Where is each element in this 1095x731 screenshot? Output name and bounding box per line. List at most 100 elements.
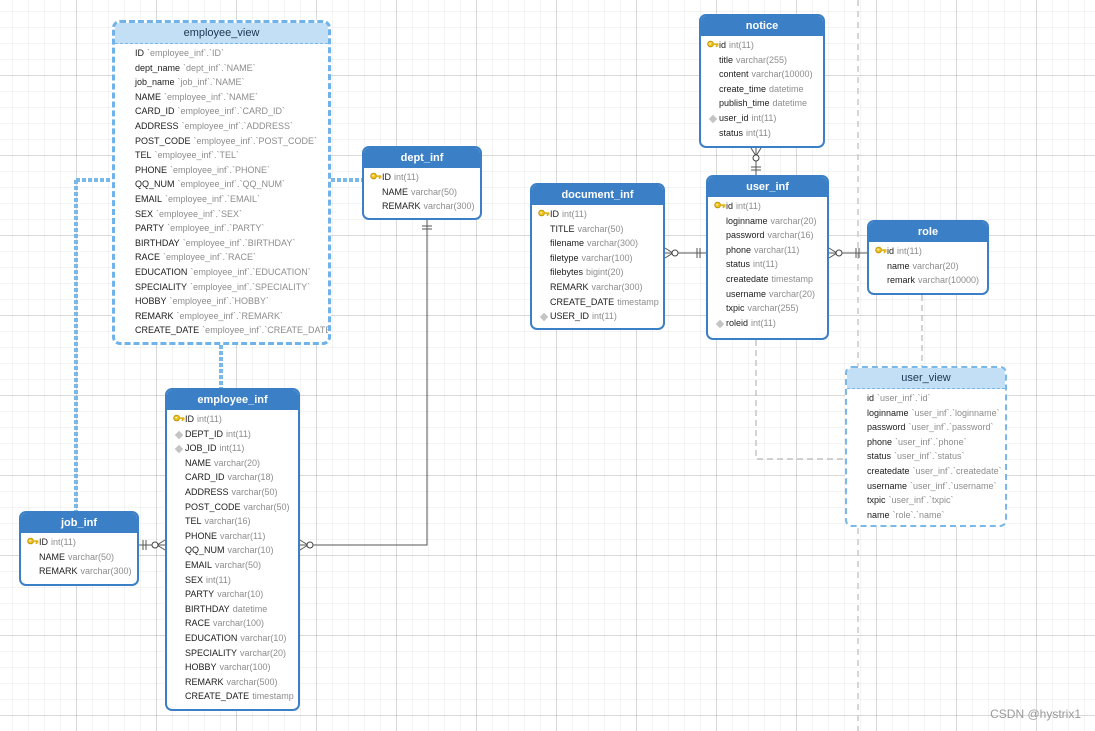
field-row[interactable]: PARTY`employee_inf`.`PARTY` (120, 221, 324, 236)
field-row[interactable]: TEL`employee_inf`.`TEL` (120, 148, 324, 163)
field-row[interactable]: name`role`.`name` (852, 508, 1001, 523)
field-row[interactable]: EMAIL`employee_inf`.`EMAIL` (120, 192, 324, 207)
field-row[interactable]: loginname`user_inf`.`loginname` (852, 406, 1001, 421)
field-row[interactable]: status`user_inf`.`status` (852, 449, 1001, 464)
field-row[interactable]: password`user_inf`.`password` (852, 420, 1001, 435)
field-row[interactable]: QQ_NUM`employee_inf`.`QQ_NUM` (120, 177, 324, 192)
field-row[interactable]: createdate`user_inf`.`createdate` (852, 464, 1002, 479)
field-row[interactable]: username`user_inf`.`username` (852, 479, 1001, 494)
field-row[interactable]: ADDRESS`employee_inf`.`ADDRESS` (120, 119, 324, 134)
field-row[interactable]: PHONE`employee_inf`.`PHONE` (120, 163, 324, 178)
field-row[interactable]: SEX`employee_inf`.`SEX` (120, 207, 324, 222)
field-row[interactable]: REMARK`employee_inf`.`REMARK` (120, 309, 324, 324)
field-row[interactable]: phone`user_inf`.`phone` (852, 435, 1001, 450)
field-row[interactable]: id`user_inf`.`id` (852, 391, 1001, 406)
field-spacer (120, 62, 135, 74)
field-row[interactable]: BIRTHDAY`employee_inf`.`BIRTHDAY` (120, 236, 324, 251)
field-row[interactable]: txpic`user_inf`.`txpic` (852, 493, 1001, 508)
field-row[interactable]: ID`employee_inf`.`ID` (120, 46, 324, 61)
entity-user-view[interactable]: user_view id`user_inf`.`id`loginname`use… (845, 366, 1007, 527)
entity-employee-view[interactable]: employee_view ID`employee_inf`.`ID`dept_… (112, 20, 331, 345)
field-type: varchar(300) (587, 238, 639, 249)
field-name: id (719, 40, 727, 50)
field-row[interactable]: CREATE_DATE`employee_inf`.`CREATE_DATE` (120, 323, 328, 338)
field-row[interactable]: job_name`job_inf`.`NAME` (120, 75, 324, 90)
field-row[interactable]: RACE`employee_inf`.`RACE` (120, 250, 324, 265)
field-row[interactable]: SPECIALITY`employee_inf`.`SPECIALITY` (120, 280, 324, 295)
field-row[interactable]: NAME`employee_inf`.`NAME` (120, 90, 324, 105)
field-type: varchar(100) (219, 662, 271, 673)
field-type: varchar(50) (577, 223, 624, 234)
entity-title: document_inf (532, 185, 663, 205)
field-type: varchar(20) (214, 457, 261, 468)
field-row[interactable]: EDUCATION`employee_inf`.`EDUCATION` (120, 265, 324, 280)
foreign-key-icon (172, 428, 185, 440)
field-row[interactable]: dept_name`dept_inf`.`NAME` (120, 61, 324, 76)
field-row[interactable]: HOBBY`employee_inf`.`HOBBY` (120, 294, 324, 309)
field-row[interactable]: POST_CODE`employee_inf`.`POST_CODE` (120, 134, 324, 149)
field-row[interactable]: CARD_ID`employee_inf`.`CARD_ID` (120, 104, 324, 119)
